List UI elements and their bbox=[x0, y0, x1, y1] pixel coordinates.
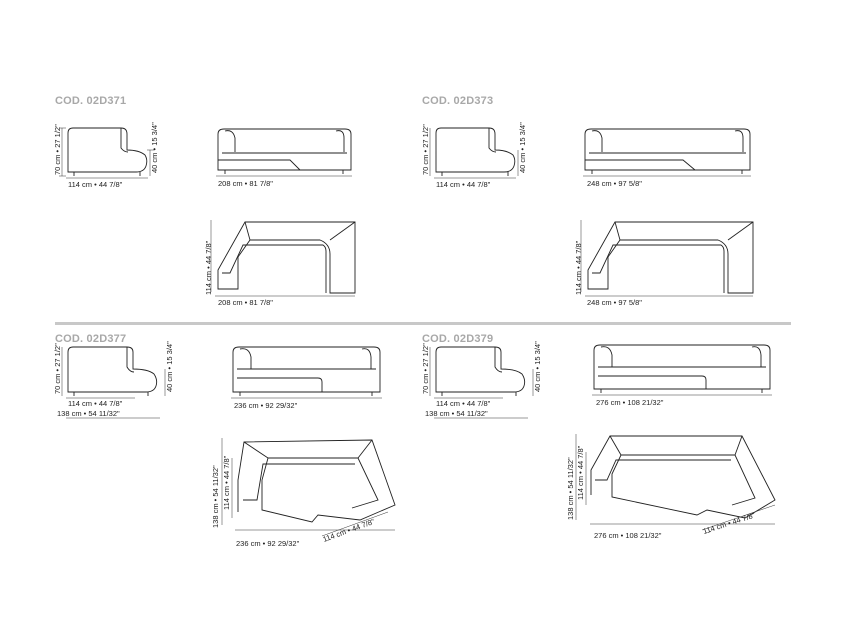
dim-c2-height: 70 cm • 27 1/2" bbox=[421, 124, 430, 175]
sofa-02d379-side-view bbox=[435, 346, 526, 396]
dim-c4-depth2: 138 cm • 54 11/32" bbox=[425, 409, 488, 418]
sofa-02d371-plan-view bbox=[217, 221, 356, 294]
sofa-02d377-front-view bbox=[232, 346, 381, 396]
dim-c3-plan-diag: 114 cm • 44 7/8" bbox=[322, 517, 376, 544]
dim-c3-seat: 40 cm • 15 3/4" bbox=[165, 341, 174, 392]
section-divider bbox=[55, 322, 791, 325]
dim-lines-02d373-side bbox=[429, 128, 519, 179]
sofa-02d371-front-view bbox=[217, 128, 352, 174]
dim-c3-depth: 114 cm • 44 7/8" bbox=[68, 399, 123, 408]
sofa-02d377-side-view bbox=[67, 346, 158, 396]
dim-c1-height: 70 cm • 27 1/2" bbox=[53, 124, 62, 175]
dim-c3-height: 70 cm • 27 1/2" bbox=[53, 343, 62, 394]
dim-c4-height: 70 cm • 27 1/2" bbox=[421, 343, 430, 394]
dim-c4-plan-depth: 114 cm • 44 7/8" bbox=[576, 445, 585, 500]
dim-lines-02d377-side bbox=[61, 347, 166, 419]
dim-lines-02d371-side bbox=[59, 127, 154, 179]
dim-c4-seat: 40 cm • 15 3/4" bbox=[533, 341, 542, 392]
dim-c3-width: 236 cm • 92 29/32" bbox=[234, 401, 298, 410]
dim-c4-plan-depth2: 138 cm • 54 11/32" bbox=[566, 457, 575, 520]
sofa-02d371-side-view bbox=[67, 127, 148, 176]
sofa-02d373-plan-view bbox=[587, 221, 754, 294]
dim-c2-plan-width: 248 cm • 97 5/8" bbox=[587, 298, 642, 307]
dim-c1-plan-width: 208 cm • 81 7/8" bbox=[218, 298, 273, 307]
dim-c4-width: 276 cm • 108 21/32" bbox=[596, 398, 664, 407]
dim-c2-seat: 40 cm • 15 3/4" bbox=[518, 122, 527, 173]
sofa-02d379-front-view bbox=[593, 344, 771, 393]
dim-c1-plan-depth: 114 cm • 44 7/8" bbox=[204, 240, 213, 295]
product-code-02d371: COD. 02D371 bbox=[55, 95, 127, 107]
sofa-02d373-front-view bbox=[584, 128, 751, 174]
dim-c3-plan-depth2: 138 cm • 54 11/32" bbox=[211, 465, 220, 528]
sofa-02d377-plan-view bbox=[237, 439, 396, 523]
product-code-02d373: COD. 02D373 bbox=[422, 95, 494, 107]
dim-c1-width: 208 cm • 81 7/8" bbox=[218, 179, 273, 188]
dim-c4-depth: 114 cm • 44 7/8" bbox=[436, 399, 491, 408]
dim-c1-depth: 114 cm • 44 7/8" bbox=[68, 180, 123, 189]
dim-c1-seat: 40 cm • 15 3/4" bbox=[150, 122, 159, 173]
dim-c3-plan-depth: 114 cm • 44 7/8" bbox=[222, 455, 231, 510]
product-code-02d379: COD. 02D379 bbox=[422, 333, 494, 345]
dim-c3-plan-width: 236 cm • 92 29/32" bbox=[236, 539, 300, 548]
sofa-02d379-plan-view bbox=[590, 435, 776, 519]
dim-c2-plan-depth: 114 cm • 44 7/8" bbox=[574, 240, 583, 295]
dim-c2-depth: 114 cm • 44 7/8" bbox=[436, 180, 491, 189]
dim-c4-plan-width: 276 cm • 108 21/32" bbox=[594, 531, 662, 540]
dim-c2-width: 248 cm • 97 5/8" bbox=[587, 179, 642, 188]
product-code-02d377: COD. 02D377 bbox=[55, 333, 127, 345]
sofa-02d373-side-view bbox=[435, 127, 516, 176]
dim-c3-depth2: 138 cm • 54 11/32" bbox=[57, 409, 120, 418]
dim-lines-02d379-side bbox=[429, 347, 534, 419]
